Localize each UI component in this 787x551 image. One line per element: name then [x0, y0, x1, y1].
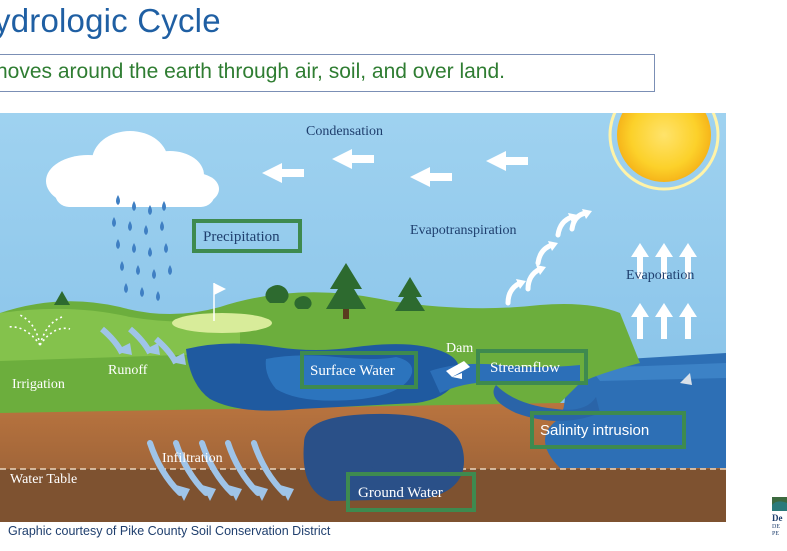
logo-line-3: PE — [772, 531, 780, 537]
label-surface-water: Surface Water — [310, 363, 395, 379]
runoff-arrows — [100, 326, 186, 365]
image-caption: Graphic courtesy of Pike County Soil Con… — [8, 524, 331, 538]
diagram-artwork — [0, 113, 726, 522]
university-logo: De DE PE — [772, 497, 787, 547]
slide-title: ydrologic Cycle — [0, 2, 221, 39]
highlight-surface-water: Surface Water — [300, 351, 418, 389]
highlight-salinity-intrusion: Salinity intrusion — [530, 411, 686, 449]
rain-drops — [112, 195, 172, 301]
trees — [54, 263, 425, 319]
label-water-table: Water Table — [10, 472, 78, 487]
dam-icon — [446, 361, 470, 377]
infiltration-arrows — [147, 440, 287, 496]
golf-green — [172, 313, 272, 333]
sun-icon — [608, 113, 720, 191]
logo-line-2: DE — [772, 524, 780, 530]
label-dam: Dam — [446, 341, 474, 356]
logo-icon — [772, 497, 787, 511]
label-salinity-intrusion: Salinity intrusion — [540, 422, 650, 439]
infiltration-arrowheads — [176, 485, 294, 501]
logo-line-1: De — [772, 513, 783, 523]
stream — [430, 363, 580, 393]
cloud-icon — [46, 131, 219, 207]
flag-icon — [214, 283, 226, 295]
slide-subtitle: noves around the earth through air, soil… — [0, 60, 506, 83]
hydrologic-cycle-diagram: Condensation Evapotranspiration Evaporat… — [0, 113, 726, 522]
label-streamflow: Streamflow — [490, 360, 560, 376]
evapotranspiration-arrowheads — [516, 209, 592, 289]
highlight-precipitation: Precipitation — [192, 219, 302, 253]
label-evaporation: Evaporation — [626, 268, 695, 283]
subtitle-box — [0, 54, 655, 92]
label-runoff: Runoff — [108, 363, 148, 378]
sprinkler-icon — [7, 314, 71, 346]
label-ground-water: Ground Water — [358, 485, 443, 501]
label-evapotranspiration: Evapotranspiration — [410, 223, 517, 238]
evaporation-arrows — [631, 243, 697, 339]
highlight-ground-water: Ground Water — [346, 472, 476, 512]
label-condensation: Condensation — [306, 124, 383, 139]
label-precipitation: Precipitation — [203, 229, 280, 245]
ocean — [545, 353, 726, 468]
label-infiltration: Infiltration — [162, 451, 223, 466]
condensation-arrows — [262, 149, 528, 187]
label-irrigation: Irrigation — [12, 377, 65, 392]
highlight-streamflow: Streamflow — [476, 349, 588, 385]
shark-fin-icon — [680, 373, 692, 385]
